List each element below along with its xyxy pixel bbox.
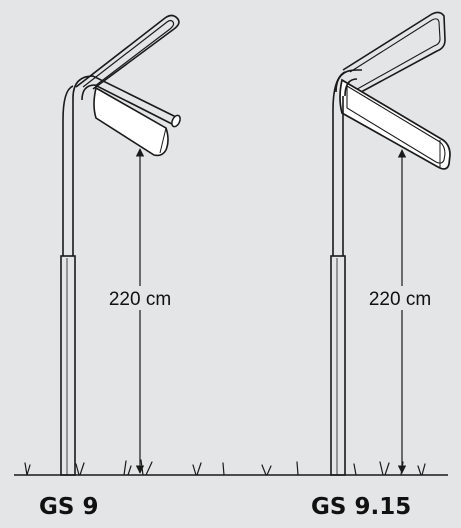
sign-panel-gs9 [93,86,169,157]
product-name-gs915: GS 9.15 [311,494,412,520]
tube-end-gs9 [171,114,181,128]
height-label-gs9: 220 cm [109,289,171,310]
sign-gs9 [60,14,181,476]
sign-panel-gs915 [339,78,451,170]
height-label-gs915: 220 cm [369,289,431,310]
grass-tufts [24,459,426,476]
product-name-gs9: GS 9 [39,494,99,520]
sign-gs915 [330,11,451,476]
